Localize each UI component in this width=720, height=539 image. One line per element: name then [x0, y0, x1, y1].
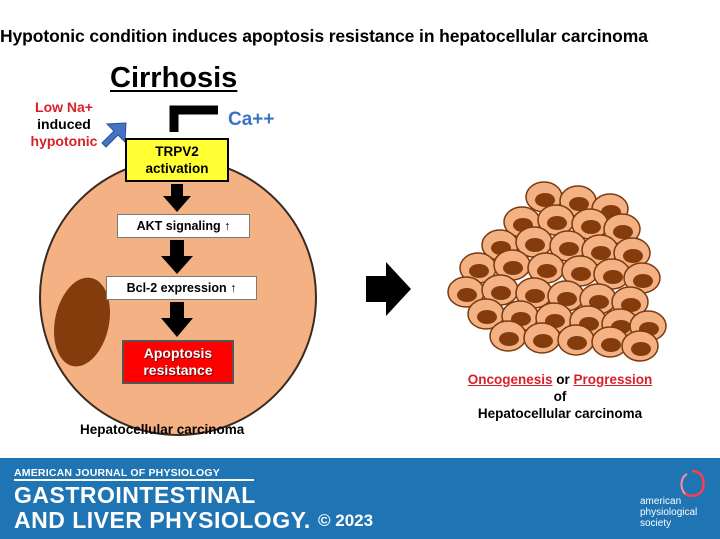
- journal-name-line2: AND LIVER PHYSIOLOGY.: [14, 507, 311, 533]
- akt-signaling-box: AKT signaling ↑: [117, 214, 250, 238]
- society-line1: american: [640, 496, 682, 507]
- low-na-text: Low Na+: [35, 99, 93, 115]
- down-arrow-1: [163, 184, 191, 212]
- tumor-cell: [537, 204, 575, 236]
- tumor-cell: [523, 322, 561, 354]
- journal-footer: [0, 458, 720, 539]
- footer-divider: [14, 479, 254, 481]
- stimulus-label: Low Na+ induced hypotonic: [18, 99, 110, 150]
- apoptosis-line2: resistance: [143, 362, 213, 378]
- society-logo-icon: [680, 469, 705, 497]
- down-arrow-2: [161, 240, 193, 274]
- cirrhosis-heading: Cirrhosis: [110, 62, 238, 94]
- oncogenesis-text: Oncogenesis: [467, 372, 553, 387]
- tumor-cell: [623, 262, 661, 294]
- apoptosis-resistance-box: Apoptosis resistance: [122, 340, 234, 384]
- journal-name-line1: GASTROINTESTINAL: [14, 482, 256, 508]
- tumor-cell: [603, 213, 641, 245]
- tumor-cell: [621, 330, 659, 362]
- tumor-cell: [447, 276, 485, 308]
- society-name: american physiological society: [640, 496, 697, 529]
- tumor-cell: [515, 226, 553, 258]
- of-text: of: [553, 389, 567, 404]
- cell-caption: Hepatocellular carcinoma: [80, 422, 245, 437]
- or-text: or: [552, 372, 574, 387]
- trpv2-line2: activation: [145, 161, 209, 176]
- cell-nucleus: [53, 277, 111, 367]
- induced-text: induced: [37, 116, 91, 132]
- tumor-cell: [549, 230, 587, 262]
- right-arrow: [366, 262, 411, 316]
- outcome-caption: Oncogenesis or Progression of Hepatocell…: [440, 371, 680, 422]
- progression-text: Progression: [573, 372, 653, 387]
- tumor-cell: [527, 252, 565, 284]
- trpv2-line1: TRPV2: [155, 144, 199, 159]
- apoptosis-line1: Apoptosis: [143, 345, 213, 361]
- down-arrow-3: [161, 302, 193, 337]
- tumor-cell-cluster: [447, 181, 667, 362]
- bcl2-expression-box: Bcl-2 expression ↑: [106, 276, 257, 300]
- hypotonic-stimulus-arrow: [101, 122, 127, 148]
- calcium-label: Ca++: [228, 109, 275, 130]
- figure-title: Hypotonic condition induces apoptosis re…: [0, 26, 648, 46]
- outcome-target-text: Hepatocellular carcinoma: [477, 406, 643, 421]
- tumor-cell: [591, 326, 629, 358]
- society-line3: society: [640, 518, 672, 529]
- calcium-channel-bracket: [169, 105, 218, 132]
- copyright-text: © 2023: [318, 511, 374, 530]
- hypotonic-text: hypotonic: [30, 133, 98, 149]
- tumor-cell: [515, 277, 553, 309]
- trpv2-activation-box: TRPV2 activation: [125, 138, 229, 182]
- tumor-cell: [571, 208, 609, 240]
- journal-publisher: AMERICAN JOURNAL OF PHYSIOLOGY: [14, 467, 220, 479]
- tumor-cell: [489, 320, 527, 352]
- tumor-cell: [493, 249, 531, 281]
- society-line2: physiological: [640, 507, 698, 518]
- tumor-cell: [557, 324, 595, 356]
